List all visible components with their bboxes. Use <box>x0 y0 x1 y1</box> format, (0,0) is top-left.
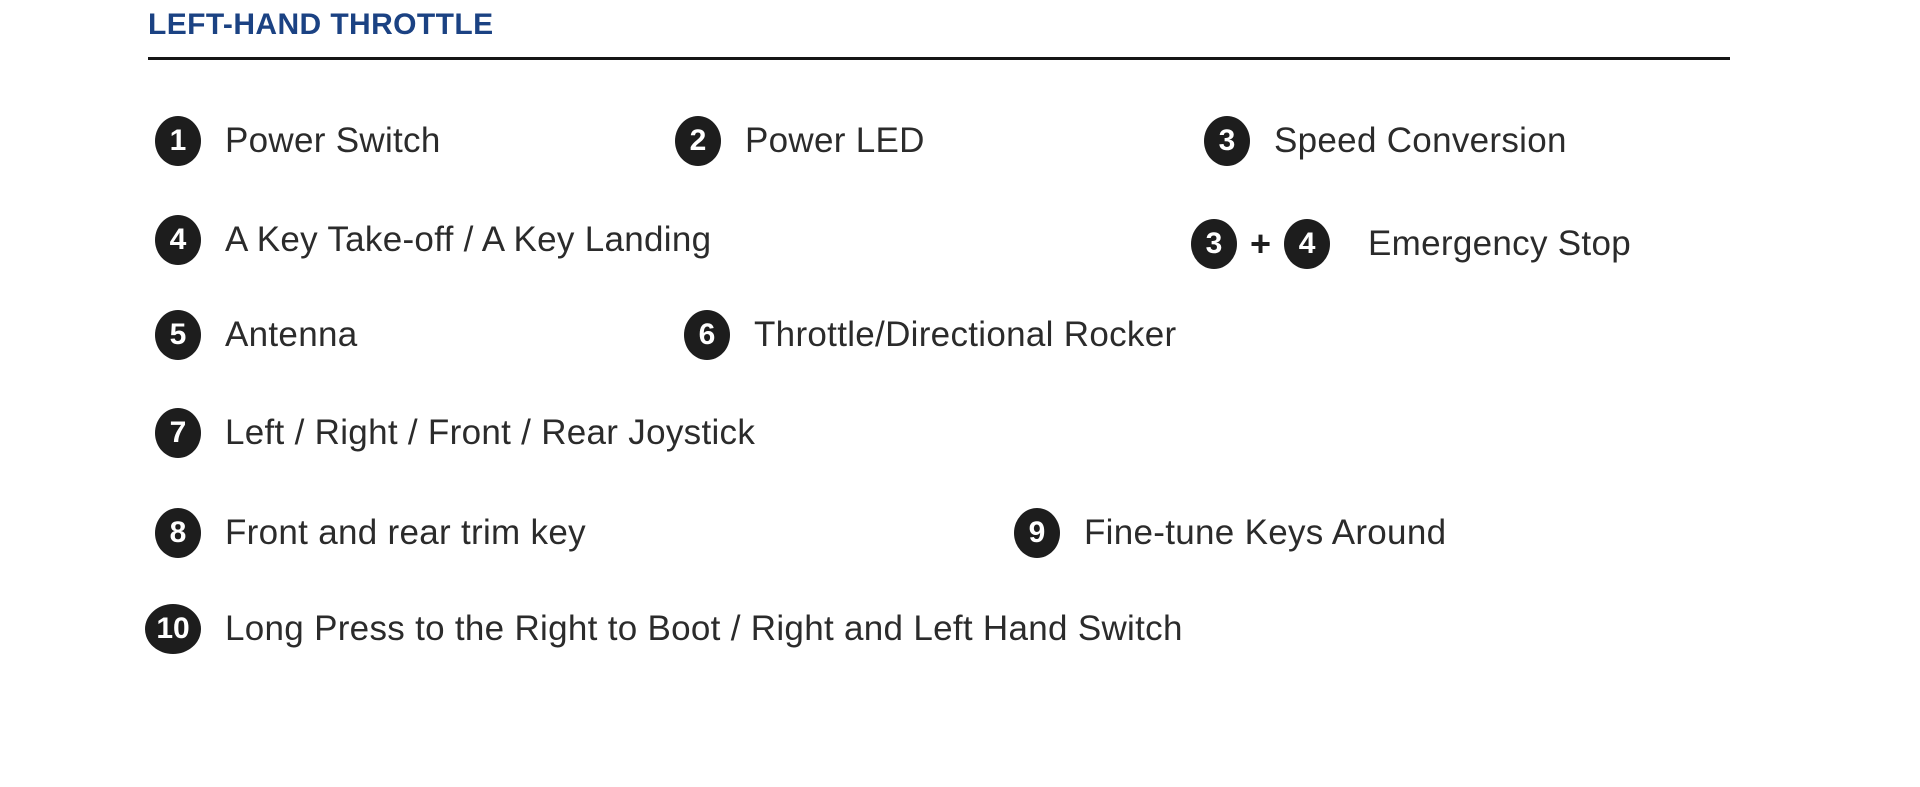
item-number-badge: 4 <box>155 215 201 265</box>
item-number-badge: 7 <box>155 408 201 458</box>
item-number-badge: 2 <box>675 116 721 166</box>
item-number-badge: 6 <box>684 310 730 360</box>
item-label: Antenna <box>225 315 358 354</box>
item-number-badge: 3 <box>1204 116 1250 166</box>
section-divider <box>148 57 1730 60</box>
item-label: A Key Take-off / A Key Landing <box>225 220 712 259</box>
plus-sign: + <box>1250 223 1272 264</box>
legend-item-4: 4 A Key Take-off / A Key Landing <box>155 215 711 265</box>
legend-item-3: 3 Speed Conversion <box>1204 116 1567 166</box>
item-label: Front and rear trim key <box>225 513 586 552</box>
legend-item-combo-emergency-stop: 3 + 4 Emergency Stop <box>1191 219 1631 269</box>
item-number-badge: 5 <box>155 310 201 360</box>
item-label: Power Switch <box>225 121 441 160</box>
item-number-badge: 4 <box>1284 219 1331 269</box>
item-label: Emergency Stop <box>1368 224 1631 263</box>
item-number-badge: 9 <box>1014 508 1060 558</box>
item-label: Long Press to the Right to Boot / Right … <box>225 609 1183 648</box>
item-label: Fine-tune Keys Around <box>1084 513 1447 552</box>
page-title: LEFT-HAND THROTTLE <box>148 8 494 41</box>
legend-item-5: 5 Antenna <box>155 310 358 360</box>
item-label: Speed Conversion <box>1274 121 1567 160</box>
legend-item-2: 2 Power LED <box>675 116 925 166</box>
legend-item-8: 8 Front and rear trim key <box>155 508 586 558</box>
item-label: Throttle/Directional Rocker <box>754 315 1177 354</box>
legend-item-10: 10 Long Press to the Right to Boot / Rig… <box>145 604 1183 654</box>
item-number-badge: 3 <box>1191 219 1237 269</box>
item-label: Left / Right / Front / Rear Joystick <box>225 413 756 452</box>
item-number-badge: 1 <box>155 116 201 166</box>
item-label: Power LED <box>745 121 925 160</box>
legend-item-1: 1 Power Switch <box>155 116 441 166</box>
item-number-badge: 8 <box>155 508 201 558</box>
legend-item-9: 9 Fine-tune Keys Around <box>1014 508 1446 558</box>
legend-item-6: 6 Throttle/Directional Rocker <box>684 310 1176 360</box>
item-number-badge: 10 <box>145 604 201 654</box>
legend-item-7: 7 Left / Right / Front / Rear Joystick <box>155 408 755 458</box>
